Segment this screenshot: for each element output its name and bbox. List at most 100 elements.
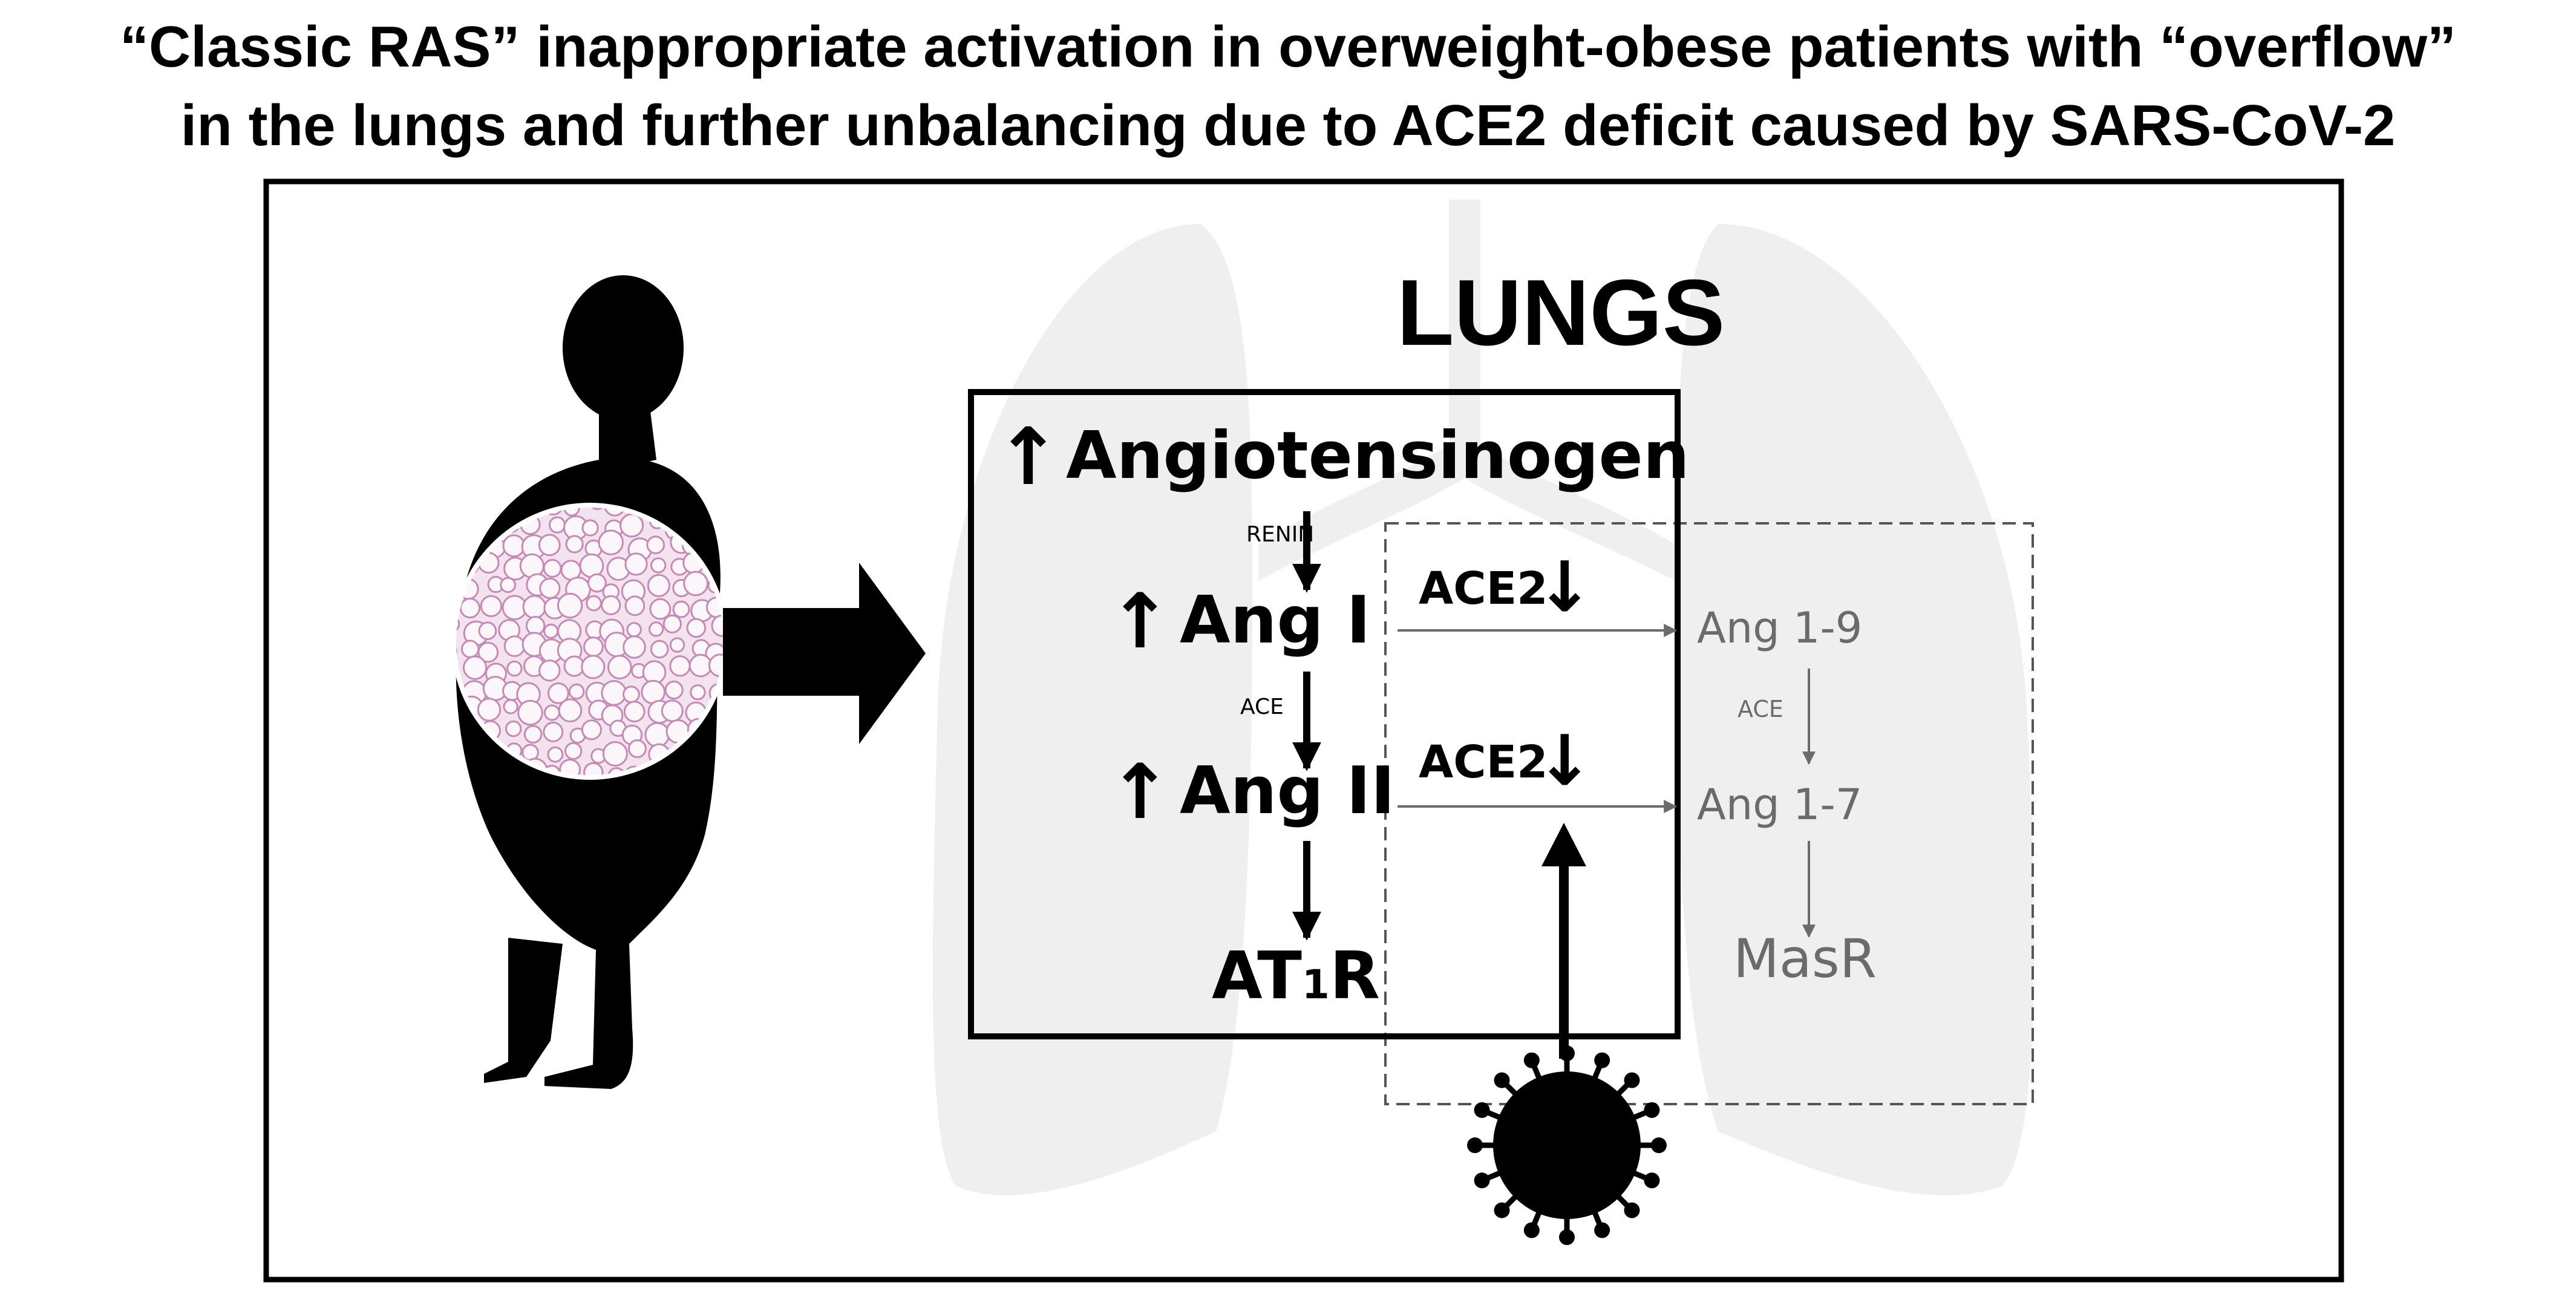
fat-cell [619,513,644,538]
down-arrow-icon: ↓ [1535,721,1594,802]
fat-cell [581,655,606,679]
fat-cell [686,618,707,638]
virus-spike-tip [1494,1072,1510,1088]
virus-spike-tip [1644,1172,1660,1189]
ace2-lower-label: ACE2 [1419,736,1548,788]
fat-cell [538,659,561,682]
fat-cell [503,635,526,657]
fat-cell [454,721,457,742]
angiotensinogen-label: Angiotensinogen [1066,418,1690,494]
fat-cell [502,534,526,558]
fat-cell [454,763,459,777]
fat-cell [454,601,456,618]
fat-cell [538,534,561,557]
ras-box [968,389,1681,1039]
fat-cell [456,505,480,515]
ang1-node: ↑ Ang I [1108,578,1371,665]
fat-cell [669,655,691,677]
fat-cell [623,685,640,704]
fat-cell [454,505,462,518]
at1r-label: AT1R [1212,938,1380,1014]
fat-cell [454,558,457,577]
fat-cell [463,655,488,680]
fat-cell [647,574,671,598]
fat-cell [664,681,684,700]
fat-cell [587,573,607,593]
fat-cell [564,742,583,760]
fat-cell [454,572,463,598]
fat-cell [690,684,706,701]
fat-cell [547,746,564,763]
fat-cell [688,653,713,678]
fat-cell [548,682,569,704]
fat-cell [598,529,624,555]
fat-cell [500,577,517,594]
fat-cell [478,621,497,640]
fat-cell [623,701,646,722]
fat-cell [601,680,627,706]
ace2-upper-label: ACE2 [1419,563,1548,615]
fat-cell [586,595,602,612]
fat-cell [683,571,708,597]
virus-spike-tip [1559,1229,1575,1245]
fat-cell [644,722,670,748]
fat-cell [669,637,685,653]
ang2-node: ↑ Ang II [1108,748,1395,836]
fat-cell [522,595,547,620]
fat-cell [568,683,585,700]
ace-branch-label: ACE [1737,696,1783,722]
fat-cell [649,621,664,637]
angiotensinogen-node: ↑ Angiotensinogen [995,411,1690,503]
virus-spike-tip [1624,1072,1640,1088]
virus-inhibition-arrow [1541,823,1586,1059]
fat-cell [477,641,499,663]
fat-cell [646,535,665,555]
block-arrow [723,563,926,744]
renin-label: RENIN [1246,522,1314,547]
fat-cell [601,595,621,615]
fat-cell [463,516,488,541]
fat-cell [581,519,599,537]
ang1-label: Ang I [1180,583,1371,658]
virus-spike-tip [1467,1137,1483,1153]
virus-spike-tip [1594,1052,1610,1068]
title-line-1: “Classic RAS” inappropriate activation i… [120,15,2456,79]
fat-cell [461,639,480,658]
fat-cell [557,592,583,619]
virus-spike-tip [1644,1102,1660,1118]
fat-cell [503,699,518,714]
fat-cell [624,595,646,616]
fat-cell [506,660,523,677]
fat-cell [626,622,642,638]
fat-cell [649,598,672,620]
fat-cell [477,505,501,515]
sars-cov-2-virus-icon [1467,1045,1667,1245]
ace2-dashed-box [1384,522,2034,1105]
fat-cell [565,535,584,554]
fat-cell [539,577,561,600]
outer-frame [263,178,2344,1283]
fat-cell [607,655,632,679]
ang19-label: Ang 1-9 [1697,603,1862,653]
virus-spike-tip [1494,1202,1510,1218]
fat-cell [583,636,604,658]
lungs-label: LUNGS [1397,260,1725,365]
ace2-upper-node: ACE2 ↓ [1419,547,1594,628]
virus-spike-tip [1474,1172,1490,1189]
up-arrow-icon: ↑ [1108,748,1172,836]
fat-cell [454,518,461,537]
fat-cell [505,720,522,737]
fat-cell [454,530,468,555]
fat-cell [558,698,583,722]
fat-cell [543,623,559,639]
virus-spike-tip [1559,1045,1575,1061]
fat-cell [662,614,682,634]
fat-cell [602,741,628,767]
fat-cell [672,600,690,618]
fat-cell [624,552,648,576]
fat-cell [627,739,647,758]
fat-cell [517,699,543,726]
virus-spike-tip [1651,1137,1667,1153]
down-arrow-icon: ↓ [1535,547,1594,628]
